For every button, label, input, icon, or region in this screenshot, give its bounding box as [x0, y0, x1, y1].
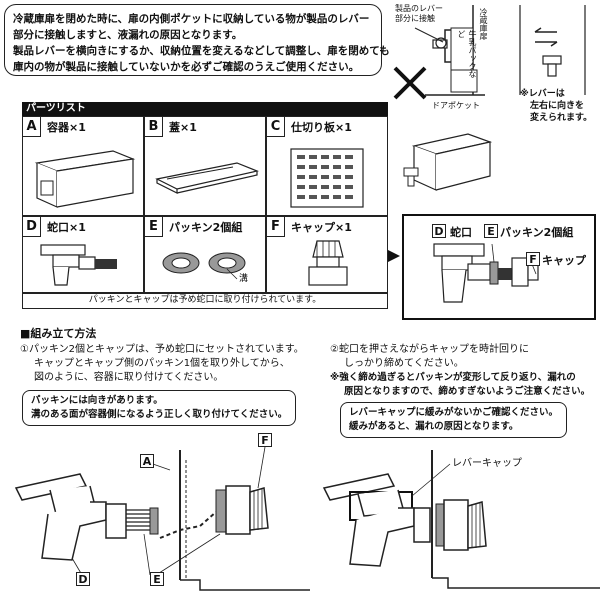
step1-line: キャップとキャップ側のパッキン1個を取り外してから、 [34, 358, 290, 369]
assembly-figure-1 [14, 446, 310, 591]
step2-text: ②蛇口を押さえながらキャップを時計回りに しっかり締めてください。 ※強く締め過… [330, 343, 590, 399]
part-letter: B [145, 117, 163, 137]
assembled-product-illustration [403, 133, 493, 191]
fig1-label-a: A [140, 454, 154, 468]
warning-line: 製品レバーを横向きにするか、収納位置を変えるなどして調整し、扉を閉めても [13, 45, 390, 57]
part-cell-f: F キャップ×1 [266, 216, 388, 293]
warning-box: 冷蔵庫扉を閉めた時に、扉の内側ポケットに収納している物が製品のレバー 部分に接触… [4, 4, 390, 76]
callout-name-d: 蛇口 [450, 226, 472, 239]
callout-label-f: F [526, 252, 540, 266]
part-name: パッキン2個組 [169, 221, 243, 234]
warning-line: 部分に接触しますと、液漏れの原因となります。 [13, 29, 243, 41]
part-cell-b: B 蓋×1 [144, 116, 266, 216]
part-letter: C [267, 117, 285, 137]
part-letter: E [145, 217, 163, 237]
part-cell-d: D 蛇口×1 [22, 216, 144, 293]
part-letter: D [23, 217, 41, 237]
part-cell-c: C 仕切り板×1 [266, 116, 388, 216]
step2-line: ※強く締め過ぎるとパッキンが変形して反り返り、漏れの [330, 372, 576, 383]
part-name: キャップ×1 [291, 221, 352, 234]
fig2-lever-cap-label: レバーキャップ [452, 458, 522, 469]
part-letter: A [23, 117, 41, 137]
parts-list-header: パーツリスト [22, 102, 388, 116]
step2-note-line: レバーキャップに緩みがないかご確認ください。 [349, 407, 559, 418]
step1-note-line: 溝のある面が容器側になるよう正しく取り付けてください。 [31, 409, 288, 420]
part-name: 蓋×1 [169, 121, 197, 134]
callout-name-e: パッキン2個組 [500, 226, 574, 239]
door-pocket-label: ドアポケット [432, 101, 480, 110]
fig1-label-e: E [150, 572, 164, 586]
lever-note: ※レバーは 左右に向きを 変えられます。 [520, 88, 592, 124]
part-cell-a: A 容器×1 [22, 116, 144, 216]
fridge-wall-label: 冷蔵庫扉 [479, 8, 488, 40]
cap-illustration [308, 240, 348, 286]
step2-line: しっかり締めてください。 [344, 358, 464, 369]
part-name: 仕切り板×1 [291, 121, 352, 134]
assembly-title: ■組み立て方法 [20, 327, 97, 340]
divider-illustration [290, 148, 364, 208]
warning-line: 冷蔵庫扉を閉めた時に、扉の内側ポケットに収納している物が製品のレバー [13, 13, 370, 25]
lid-illustration [155, 162, 260, 194]
callout-label-e: E [484, 224, 498, 238]
callout-name-f: キャップ [542, 254, 586, 267]
callout-box: D 蛇口 E パッキン2個組 F キャップ [402, 214, 596, 320]
callout-faucet-illustration [433, 243, 539, 303]
step1-text: ①パッキン2個とキャップは、予め蛇口にセットされています。 キャップとキャップ側… [20, 343, 304, 385]
step1-note-line: パッキンには向きがあります。 [31, 395, 163, 406]
step2-note-line: 緩みがあると、漏れの原因となります。 [349, 421, 519, 432]
gasket-illustration [162, 252, 246, 280]
fig1-label-d: D [76, 572, 90, 586]
lever-contact-label: 製品のレバー部分に接触 [395, 4, 443, 23]
part-name: 蛇口×1 [47, 221, 86, 234]
step1-line: 図のように、容器に取り付けてください。 [34, 372, 224, 383]
lever-note-line: ※レバーは [520, 89, 565, 99]
step2-note-box: レバーキャップに緩みがないかご確認ください。 緩みがあると、漏れの原因となります… [340, 402, 568, 438]
parts-note: パッキンとキャップは予め蛇口に取り付けられています。 [22, 293, 388, 309]
fridge-contact-diagram [393, 5, 586, 100]
callout-arrow [388, 250, 400, 262]
step1-note-box: パッキンには向きがあります。 溝のある面が容器側になるよう正しく取り付けてくださ… [22, 390, 297, 426]
container-illustration [34, 150, 136, 208]
lever-note-line: 左右に向きを [530, 101, 585, 111]
part-name: 容器×1 [47, 121, 86, 134]
assembly-figure-2 [322, 450, 600, 589]
callout-label-d: D [432, 224, 446, 238]
fig1-label-f: F [258, 433, 272, 447]
lever-note-line: 変えられます。 [530, 113, 593, 123]
step1-line: ①パッキン2個とキャップは、予め蛇口にセットされています。 [20, 344, 304, 355]
step2-line: 原因となりますので、締めすぎないようご注意ください。 [344, 386, 591, 397]
part-letter: F [267, 217, 285, 237]
milk-pack-label: 牛乳パックなど [457, 30, 477, 78]
faucet-illustration [40, 244, 117, 286]
part-cell-e: E パッキン2個組 溝 [144, 216, 266, 293]
groove-label: 溝 [239, 274, 249, 284]
warning-line: 庫内の物が製品に接触していないかを必ずご確認のうえご使用ください。 [13, 61, 360, 73]
step2-line: ②蛇口を押さえながらキャップを時計回りに [330, 344, 529, 355]
